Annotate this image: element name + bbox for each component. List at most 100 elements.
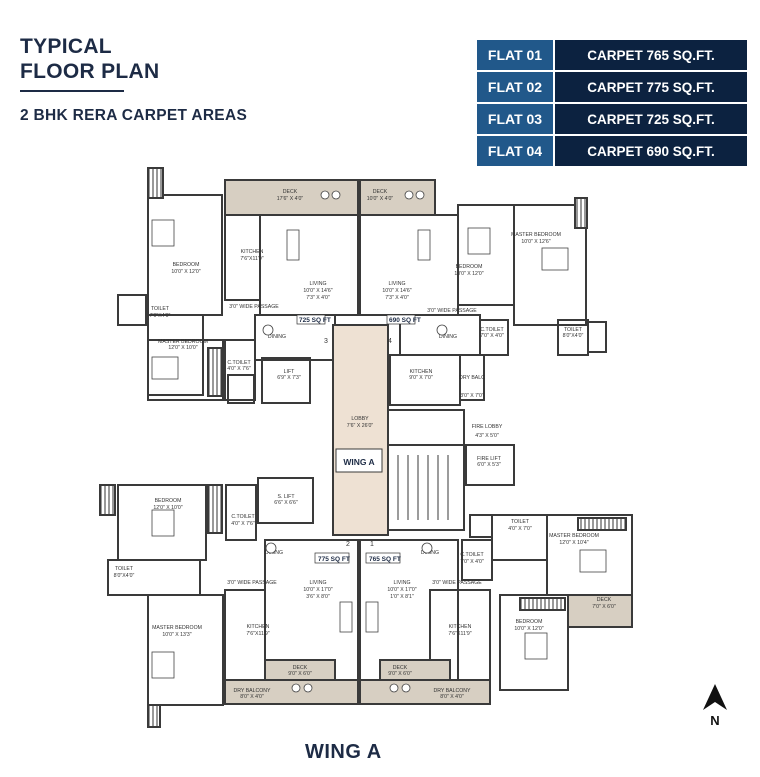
north-label: N [710,713,719,728]
chair-icon [331,190,341,200]
sofa-icon [417,229,431,261]
deck-f1-side-dim: 7'0" X 6'0" [592,604,616,610]
dry-balc-br-dim: 8'0" X 4'0" [440,694,464,700]
deck-bl-name: DECK [293,665,308,671]
room-labels: DECK 17'6" X 4'0" DECK 10'0" X 4'0" KITC… [114,189,616,700]
lift-name: LIFT [284,369,295,375]
toilet-f2-dim: 8'0"X4'0" [114,573,135,579]
chair-icon [415,190,425,200]
flat-1-plan [359,514,633,705]
bed-icon [524,632,548,660]
deck-tl-dim: 17'6" X 4'0" [277,196,304,202]
area-tag-f3: 725 SQ FT [299,317,331,324]
sofa-icon [286,229,300,261]
area-tags: 725 SQ FT 690 SQ FT 775 SQ FT 765 SQ FT [296,314,421,564]
passage-f1-label: 3'0" WIDE PASSAGE [432,580,482,586]
bedroom-f2-name: BEDROOM [155,498,182,504]
passage-f3-label: 3'0" WIDE PASSAGE [229,304,279,310]
bedroom-f3-dim: 10'0" X 12'0" [171,269,200,275]
dry-balc-br-area [359,679,491,705]
living-f3-dim: 10'0" X 14'6" [303,288,332,294]
area-tag-box-f4 [386,314,416,325]
lift-dim: 6'9" X 7'3" [277,375,301,381]
ctoilet-f1-name: C.TOILET [460,552,484,558]
fire-lift-shaft [465,444,515,486]
deck-tr-name: DECK [373,189,388,195]
ctoilet-f4-dim: 7'0" X 4'0" [480,333,504,339]
deck-br-area [379,659,451,681]
door-number-2: 2 [346,541,350,548]
deck-f1-side-name: DECK [597,597,612,603]
wing-caption: WING A [305,741,382,763]
bedroom-f3-room [147,194,223,316]
s-lift-shaft [257,477,314,524]
bedroom-f3-name: BEDROOM [173,262,200,268]
living-f4-name: LIVING [388,281,405,287]
living-f4-dim2: 7'3" X 4'0" [385,295,409,301]
living-f2-dim2: 3'6" X 8'0" [306,594,330,600]
dining-f2-label: DINING [265,550,283,556]
flat-row-4: FLAT 04 CARPET 690 SQ.FT. [477,136,747,166]
master-f2-room [147,594,224,706]
window-f4 [574,197,588,229]
toilet-f3-room [147,314,204,396]
living-f3-dim2: 7'3" X 4'0" [306,295,330,301]
north-arrow-icon: N [703,684,727,728]
core-wing-label: WING A [343,457,374,467]
living-f1-dim2: 1'0" X 8'1" [390,594,414,600]
bed-icon [151,219,175,247]
ctoilet-f2-dim: 4'0" X 7'6" [231,521,255,527]
window-f2 [99,484,116,516]
bedroom-f4-dim: 10'0" X 12'0" [454,271,483,277]
deck-bl-dim: 9'0" X 6'0" [288,671,312,677]
furniture [151,190,607,693]
dry-balc-f4 [459,354,485,401]
bedroom-f2-dim: 12'0" X 10'0" [153,505,182,511]
deck-bl-area [264,659,336,681]
kitchen-f4-dim: 9'0" X 7'0" [409,375,433,381]
chair-icon [291,683,301,693]
toilet-f2-name: TOILET [115,566,134,572]
bed-icon [467,227,491,255]
flat-row-2: FLAT 02 CARPET 775 SQ.FT. [477,72,747,102]
title-underline [20,90,124,92]
toilet-f4-name: TOILET [564,327,583,333]
fire-lobby-name: FIRE LOBBY [472,424,503,430]
page-title: TYPICAL FLOOR PLAN [20,34,160,84]
fire-lift-name: FIRE LIFT [477,456,502,462]
s-lift-dim: 6'6" X 6'6" [274,500,298,506]
deck-tr-dim: 10'0" X 4'0" [367,196,394,202]
bed-icon [151,509,175,537]
master-f2-dim: 10'0" X 13'3" [162,632,191,638]
title-line-1: TYPICAL [20,35,112,58]
lobby-dim: 7'6" X 26'0" [347,423,374,429]
flat-label: FLAT 01 [477,40,555,70]
stair-steps [397,455,449,520]
fire-lobby-dim: 4'3" X 5'0" [475,433,499,439]
living-f1-dim: 10'0" X 17'0" [387,587,416,593]
window-f3 [147,167,164,199]
door-number-3: 3 [324,338,328,345]
flat-row-3: FLAT 03 CARPET 725 SQ.FT. [477,104,747,134]
dining-f3-label: DINING [268,334,286,340]
deck-f1-side-area [567,594,633,628]
ctoilet-f3-dim: 4'0" X 7'6" [227,366,251,372]
door-number-1: 1 [370,541,374,548]
area-tag-box-f3 [296,314,326,325]
master-f4-name: MASTER BEDROOM [511,232,561,238]
lobby-name: LOBBY [351,416,369,422]
window-f2-bottom [147,704,161,728]
stair-core [387,444,465,531]
dry-balc-br-name: DRY BALCONY [434,688,472,694]
sofa-icon [339,601,353,633]
ctoilet-f4-name: C.TOILET [480,327,504,333]
master-f2-name: MASTER BEDROOM [152,625,202,631]
wardrobe-f2 [207,484,223,534]
bedroom-f4-room [457,204,515,306]
sofa-icon [365,601,379,633]
area-tag-f4: 690 SQ FT [389,317,421,324]
chair-icon [320,190,330,200]
flat-carpet: CARPET 765 SQ.FT. [555,40,747,70]
chair-icon [303,683,313,693]
passage-f2-label: 3'0" WIDE PASSAGE [227,580,277,586]
